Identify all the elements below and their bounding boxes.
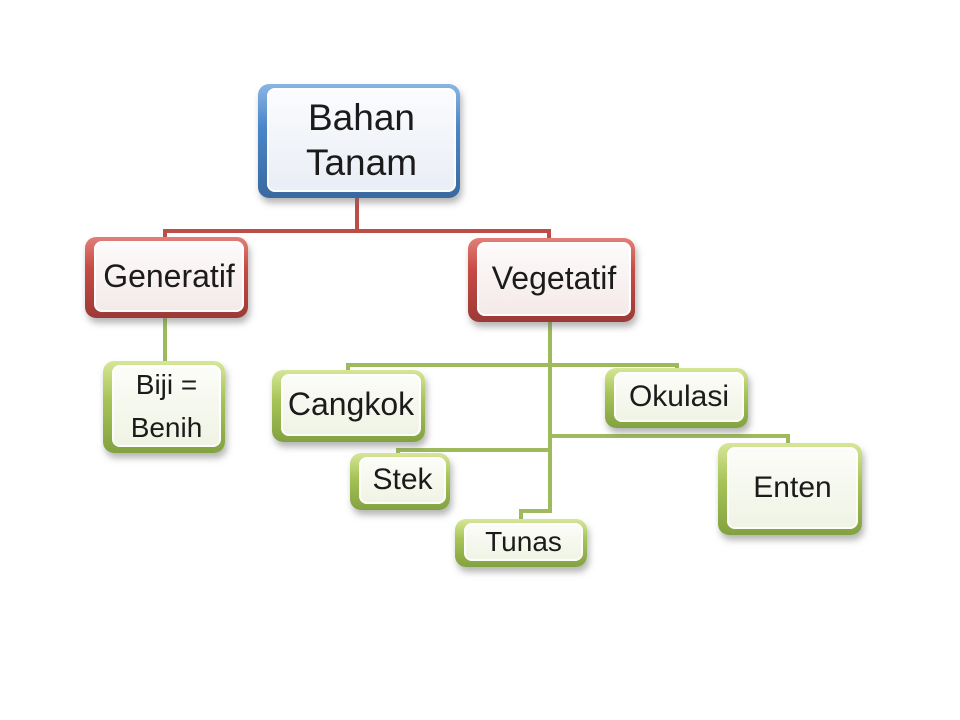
connector-drop-vegetatif	[547, 229, 551, 243]
node-label: Vegetatif	[491, 260, 617, 297]
connector-drop-enten	[786, 434, 790, 447]
node-vegetatif[interactable]: Vegetatif	[468, 238, 635, 322]
node-tunas-face: Tunas	[464, 523, 583, 561]
node-label: Cangkok	[287, 386, 415, 423]
node-generatif[interactable]: Generatif	[85, 237, 248, 318]
node-vegetatif-face: Vegetatif	[477, 242, 631, 316]
node-tunas[interactable]: Tunas	[455, 519, 587, 567]
node-label: Bahan	[308, 96, 415, 138]
node-cangkok[interactable]: Cangkok	[272, 370, 425, 442]
node-label: Tunas	[485, 525, 562, 557]
node-label: Biji =	[135, 368, 198, 400]
connector-branch-tunas	[519, 509, 552, 513]
node-biji-benih[interactable]: Biji = Benih	[103, 361, 225, 453]
node-label: Enten	[753, 470, 832, 504]
connector-branch-stek	[396, 448, 550, 452]
node-okulasi-face: Okulasi	[614, 372, 744, 422]
node-label: Benih	[130, 412, 203, 443]
node-okulasi[interactable]: Okulasi	[605, 368, 748, 428]
node-bahan-tanam-face: Bahan Tanam	[267, 88, 456, 192]
connector-root-crossbar	[163, 229, 551, 233]
node-bahan-tanam[interactable]: Bahan Tanam	[258, 84, 460, 198]
connector-drop-cangkok	[346, 363, 350, 375]
connector-vegetatif-trunk	[548, 321, 552, 513]
connector-generatif-biji	[163, 317, 167, 365]
node-label: Tanam	[305, 142, 418, 183]
node-label: Generatif	[103, 257, 235, 294]
node-stek[interactable]: Stek	[350, 453, 450, 510]
node-enten-face: Enten	[727, 447, 858, 529]
connector-branch-row1	[346, 363, 679, 367]
node-biji-benih-face: Biji = Benih	[112, 365, 221, 447]
node-generatif-face: Generatif	[94, 241, 244, 312]
node-enten[interactable]: Enten	[718, 443, 862, 535]
node-label: Okulasi	[628, 379, 730, 413]
node-label: Stek	[372, 463, 433, 497]
connector-root-trunk	[355, 197, 359, 231]
node-cangkok-face: Cangkok	[281, 374, 421, 436]
connector-drop-tunas	[519, 509, 523, 523]
connector-drop-generatif	[163, 229, 167, 242]
node-stek-face: Stek	[359, 457, 446, 504]
connector-branch-enten	[550, 434, 790, 438]
